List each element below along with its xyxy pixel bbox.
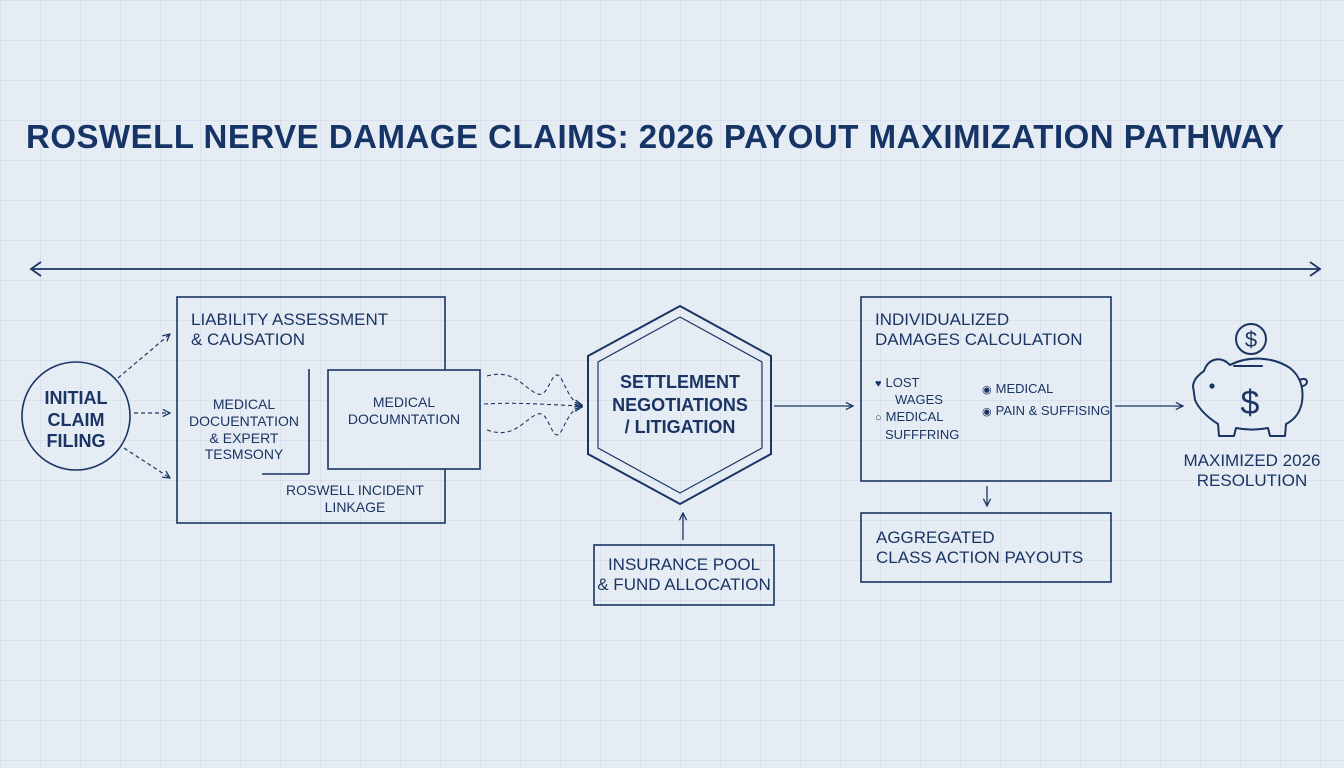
incident-linkage-text: ROSWELL INCIDENT LINKAGE: [284, 482, 426, 516]
double-arrow-icon: [29, 261, 1322, 277]
docs-line-2: DOCUENTATION: [189, 412, 299, 429]
lost-label-a: LOST: [885, 375, 920, 390]
piggy-bank-icon: [1192, 357, 1308, 437]
liability-line-2: & CAUSATION: [191, 330, 305, 350]
lost-wages-icon: ♥: [875, 378, 882, 390]
medical-label: MEDICAL: [995, 381, 1054, 396]
settlement-label: SETTLEMENT NEGOTIATIONS / LITIGATION: [592, 371, 768, 439]
page-title: ROSWELL NERVE DAMAGE CLAIMS: 2026 PAYOUT…: [26, 118, 1285, 155]
aggregated-line-1: AGGREGATED: [876, 528, 995, 547]
damages-item-suffering: SUFFFRING: [885, 427, 959, 443]
insurance-label: INSURANCE POOL & FUND ALLOCATION: [596, 555, 772, 596]
insurance-box: [593, 544, 775, 606]
wavy-connectors: [483, 373, 582, 436]
settlement-line-3: / LITIGATION: [624, 417, 736, 437]
docs-line-1: MEDICAL: [212, 396, 276, 412]
resolution-label: MAXIMIZED 2026 RESOLUTION: [1164, 451, 1340, 492]
initial-dashed-arrows: [117, 334, 170, 478]
insurance-line-1: INSURANCE POOL: [607, 555, 761, 574]
dollar-coin-icon: $: [1235, 323, 1267, 355]
damages-heading: INDIVIDUALIZED DAMAGES CALCULATION: [875, 310, 1083, 351]
docs-line-4: TESMSONY: [204, 446, 284, 463]
aggregated-line-2: CLASS ACTION PAYOUTS: [876, 548, 1084, 568]
liability-heading: LIABILITY ASSESSMENT & CAUSATION: [191, 310, 388, 351]
medical-documentation-box: [327, 369, 481, 470]
damages-item-pain: ◉PAIN & SUFFISING: [982, 403, 1110, 419]
medical-documentation-expert-text: MEDICAL DOCUENTATION & EXPERT TESMSONY: [183, 396, 305, 463]
aggregated-box: [860, 512, 1112, 583]
damages-item-wages: WAGES: [895, 392, 943, 408]
incident-line-2: LINKAGE: [324, 498, 386, 515]
settlement-hexagon: [587, 304, 772, 506]
initial-line-1: INITIAL: [44, 388, 108, 408]
inner-line-1: MEDICAL: [372, 394, 436, 410]
damages-item-medical-suffering: ○MEDICAL: [875, 409, 943, 425]
resolution-line-2: RESOLUTION: [1196, 471, 1308, 491]
pain-label: PAIN & SUFFISING: [995, 403, 1111, 418]
inner-line-2: DOCUMNTATION: [347, 410, 461, 427]
aggregated-label: AGGREGATED CLASS ACTION PAYOUTS: [876, 528, 1083, 569]
liability-line-1: LIABILITY ASSESSMENT: [191, 310, 389, 329]
initial-claim-label: INITIAL CLAIM FILING: [36, 388, 116, 453]
docs-line-3: & EXPERT: [209, 429, 279, 446]
settlement-line-1: SETTLEMENT: [620, 372, 740, 392]
medical-suffering-icon: ○: [875, 412, 882, 424]
insurance-line-2: & FUND ALLOCATION: [597, 575, 771, 595]
damages-line-1: INDIVIDUALIZED: [875, 310, 1010, 329]
medsuf-label-b: SUFFFRING: [885, 427, 960, 442]
medical-icon: ◉: [982, 384, 992, 396]
initial-line-3: FILING: [46, 431, 106, 452]
damages-line-2: DAMAGES CALCULATION: [875, 330, 1083, 350]
incident-line-1: ROSWELL INCIDENT: [286, 482, 424, 498]
settlement-hexagon-inner: [597, 316, 763, 494]
piggy-dollar-sign: $: [1241, 384, 1260, 422]
settlement-line-2: NEGOTIATIONS: [612, 394, 748, 415]
resolution-line-1: MAXIMIZED 2026: [1183, 451, 1321, 470]
damages-box: [860, 296, 1112, 482]
inner-box-text: MEDICAL DOCUMNTATION: [330, 394, 478, 428]
svg-text:$: $: [1245, 327, 1257, 352]
initial-claim-node: [21, 361, 131, 471]
initial-line-2: CLAIM: [47, 409, 105, 430]
lost-label-b: WAGES: [895, 392, 943, 407]
pain-icon: ◉: [982, 406, 992, 418]
damages-item-lost-wages: ♥LOST: [875, 375, 920, 391]
medsuf-label-a: MEDICAL: [885, 409, 944, 424]
damages-item-medical: ◉MEDICAL: [982, 381, 1053, 397]
